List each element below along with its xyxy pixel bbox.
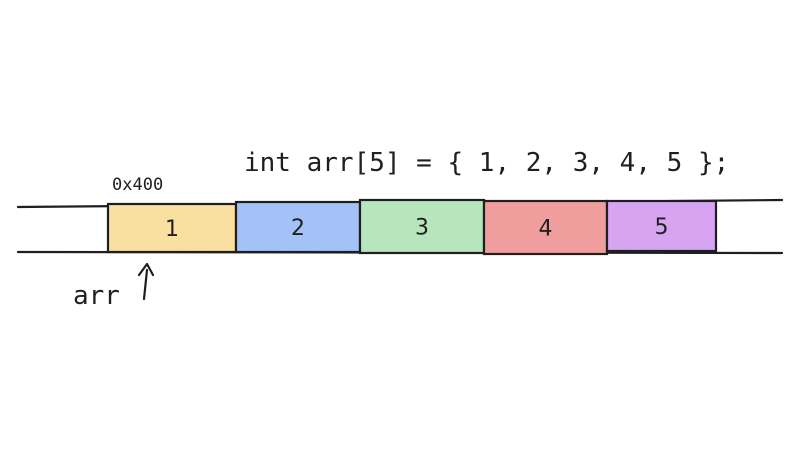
array-cell-value: 2 — [291, 216, 305, 241]
pointer-arrow-icon — [137, 262, 155, 301]
array-declaration: int arr[5] = { 1, 2, 3, 4, 5 }; — [244, 148, 729, 178]
array-cell-value: 1 — [165, 217, 179, 242]
array-cell: 1 — [106, 202, 238, 254]
array-cells: 1 2 3 4 5 — [106, 198, 718, 256]
array-cell-value: 3 — [415, 216, 429, 241]
array-cell-box — [482, 199, 609, 256]
array-cell: 4 — [482, 199, 609, 256]
array-cell-value: 5 — [655, 215, 669, 240]
pointer-label: arr — [73, 281, 120, 311]
base-address-label: 0x400 — [112, 175, 163, 195]
array-cell-box — [605, 199, 718, 253]
array-cell: 5 — [605, 199, 718, 253]
array-cell: 3 — [358, 198, 486, 255]
array-cell-box — [358, 198, 486, 255]
array-cell: 2 — [234, 200, 362, 254]
array-cell-value: 4 — [539, 217, 553, 242]
